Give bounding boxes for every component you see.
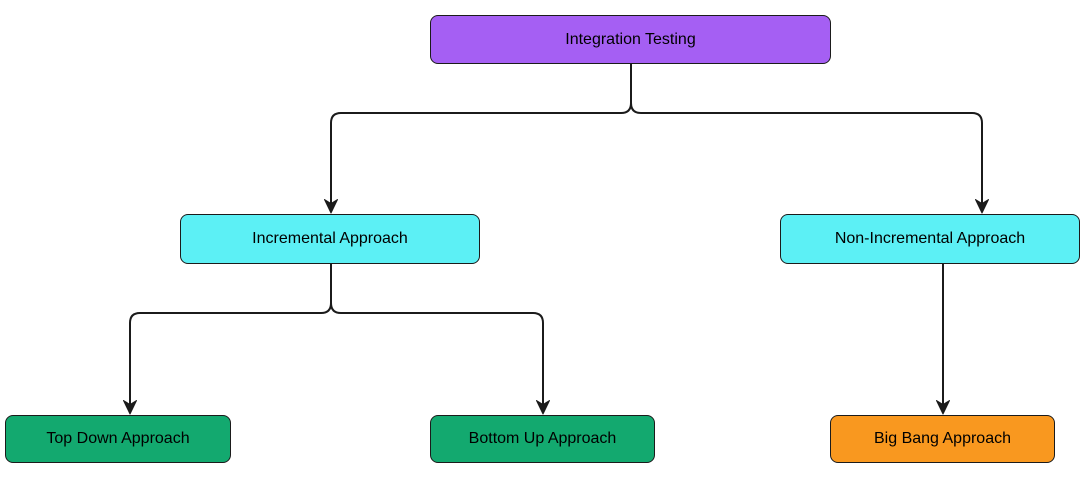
edge-incremental-to-bottom-up: [330, 264, 550, 415]
node-bottom-up-approach: Bottom Up Approach: [430, 415, 655, 463]
node-non-incremental-approach: Non-Incremental Approach: [780, 214, 1080, 264]
node-big-bang-approach: Big Bang Approach: [830, 415, 1055, 463]
node-incremental-approach: Incremental Approach: [180, 214, 480, 264]
edge-incremental-to-top-down: [123, 264, 332, 415]
node-integration-testing: Integration Testing: [430, 15, 831, 64]
edge-integration-to-incremental: [324, 64, 632, 214]
node-top-down-approach: Top Down Approach: [5, 415, 231, 463]
edge-integration-to-non-incremental: [630, 64, 989, 214]
edge-non-incremental-to-big-bang: [936, 264, 950, 415]
